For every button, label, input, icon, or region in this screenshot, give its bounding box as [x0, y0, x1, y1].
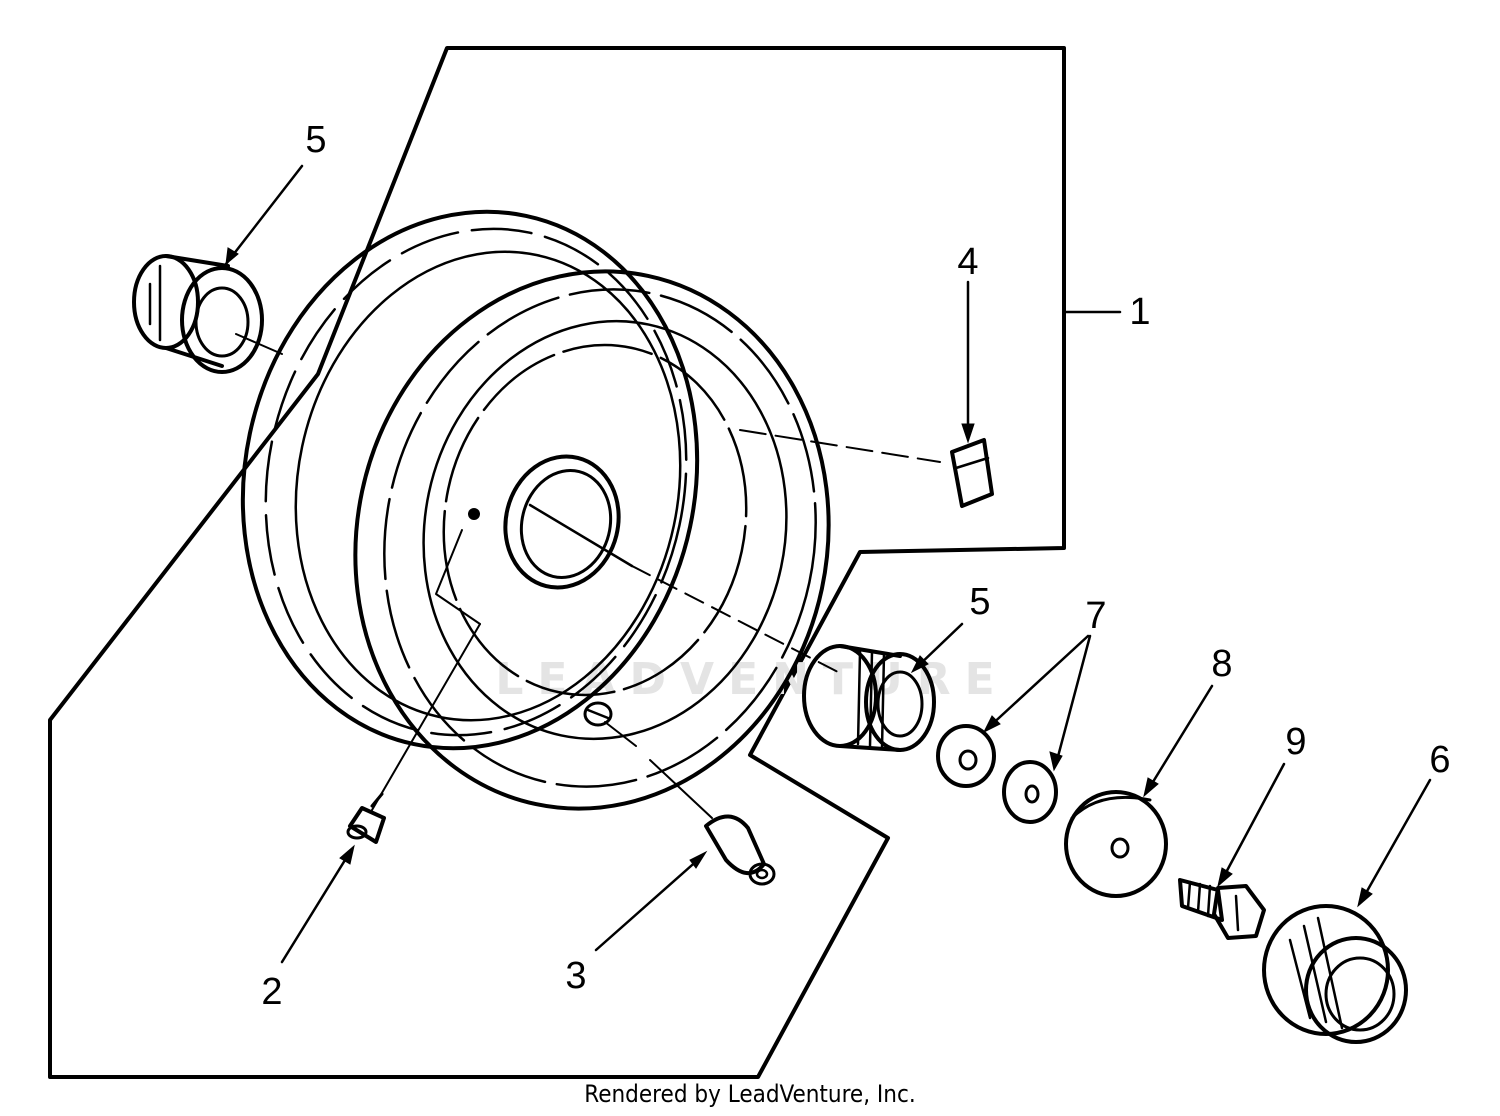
callout-5-upper: 5 — [305, 119, 326, 161]
flat-washer — [1064, 790, 1168, 898]
callout-1: 1 — [1129, 291, 1150, 333]
bolt — [1178, 878, 1266, 940]
callout-4: 4 — [957, 241, 978, 283]
washers — [936, 724, 1058, 824]
callout-3: 3 — [565, 955, 586, 997]
callout-arrows — [224, 164, 1432, 964]
bearing-lower — [802, 644, 936, 752]
key-part — [950, 438, 994, 508]
callout-2: 2 — [261, 971, 282, 1013]
callout-8: 8 — [1211, 643, 1232, 685]
grease-fitting — [346, 792, 386, 844]
footer-credit: Rendered by LeadVenture, Inc. — [584, 1080, 916, 1108]
hub-cap — [1262, 904, 1408, 1044]
valve-stem — [704, 814, 776, 886]
bearing-upper — [132, 254, 264, 374]
callout-6: 6 — [1429, 739, 1450, 781]
leader-lines — [235, 333, 941, 819]
wheel-rim — [240, 209, 831, 811]
callout-5-lower: 5 — [969, 581, 990, 623]
callout-7: 7 — [1085, 595, 1106, 637]
callout-9: 9 — [1285, 721, 1306, 763]
assembly-boundary — [48, 46, 1066, 1079]
watermark-text: LEADVENTURE — [495, 654, 1008, 705]
